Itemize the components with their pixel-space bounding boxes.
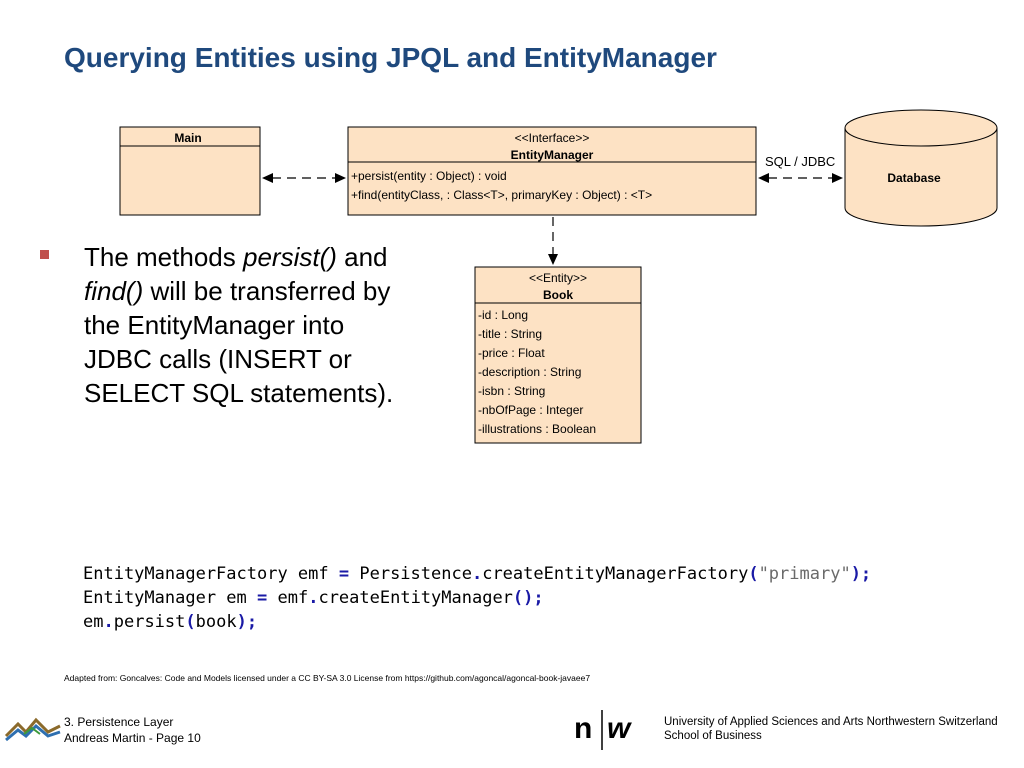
code-operator: = bbox=[257, 588, 268, 608]
code-token: persist bbox=[113, 612, 186, 632]
code-string: "primary" bbox=[758, 564, 851, 584]
book-attribute: -isbn : String bbox=[478, 384, 545, 398]
source-credit: Adapted from: Goncalves: Code and Models… bbox=[64, 673, 591, 683]
mountain-logo-icon bbox=[4, 717, 61, 742]
uml-diagram: Main <<Interface>> EntityManager +persis… bbox=[119, 109, 998, 444]
entitymanager-to-book-link bbox=[548, 217, 558, 265]
entitymanager-method: +find(entityClass, : Class<T>, primaryKe… bbox=[351, 188, 652, 202]
code-token: createEntityManagerFactory bbox=[482, 564, 749, 584]
svg-text:w: w bbox=[607, 712, 632, 745]
book-stereotype: <<Entity>> bbox=[529, 271, 587, 285]
entitymanager-interface-box: <<Interface>> EntityManager +persist(ent… bbox=[347, 126, 757, 216]
bullet-text: The methods persist() and find() will be… bbox=[84, 240, 404, 410]
code-token: em bbox=[83, 612, 104, 632]
book-attribute: -price : Float bbox=[478, 346, 545, 360]
code-token: createEntityManager bbox=[318, 588, 513, 608]
main-class-name: Main bbox=[174, 131, 201, 145]
book-attribute: -id : Long bbox=[478, 308, 528, 322]
code-operator: ( bbox=[185, 612, 196, 632]
code-line: EntityManagerFactory emf = Persistence.c… bbox=[83, 562, 871, 586]
code-operator: . bbox=[471, 564, 483, 584]
code-token: Persistence bbox=[349, 564, 472, 584]
database-label: Database bbox=[887, 171, 941, 185]
book-entity-box: <<Entity>> Book -id : Long -title : Stri… bbox=[474, 266, 642, 444]
university-name: University of Applied Sciences and Arts … bbox=[664, 715, 998, 743]
bullet-text-part: will be transferred by the EntityManager… bbox=[84, 276, 394, 408]
entitymanager-name: EntityManager bbox=[511, 148, 594, 162]
code-line: em.persist(book); bbox=[83, 610, 871, 634]
entitymanager-stereotype: <<Interface>> bbox=[515, 131, 590, 145]
entitymanager-method: +persist(entity : Object) : void bbox=[351, 169, 507, 183]
entitymanager-to-database-link bbox=[758, 173, 843, 183]
code-token: EntityManagerFactory emf bbox=[83, 564, 339, 584]
main-class-box: Main bbox=[119, 126, 261, 216]
svg-text:n: n bbox=[574, 712, 592, 745]
code-operator: . bbox=[103, 612, 114, 632]
code-operator: . bbox=[308, 588, 319, 608]
slide-title: Querying Entities using JPQL and EntityM… bbox=[64, 42, 717, 73]
main-to-entitymanager-link bbox=[262, 173, 346, 183]
bullet-text-part: The methods bbox=[84, 242, 243, 272]
bullet-square-icon bbox=[40, 250, 49, 259]
book-attribute: -illustrations : Boolean bbox=[478, 422, 596, 436]
code-token: book bbox=[195, 612, 237, 632]
book-attribute: -description : String bbox=[478, 365, 581, 379]
code-line: EntityManager em = emf.createEntityManag… bbox=[83, 586, 871, 610]
fhnw-logo-icon: n w bbox=[574, 710, 632, 750]
code-operator: ( bbox=[748, 564, 759, 584]
code-operator: (); bbox=[512, 588, 544, 608]
book-name: Book bbox=[543, 288, 573, 302]
bullet-text-part: and bbox=[336, 242, 388, 272]
footer-info: 3. Persistence Layer Andreas Martin - Pa… bbox=[64, 714, 201, 746]
sql-jdbc-label: SQL / JDBC bbox=[765, 154, 835, 169]
code-token: emf bbox=[267, 588, 309, 608]
code-operator: ); bbox=[850, 564, 872, 584]
code-operator: ); bbox=[236, 612, 258, 632]
find-method-name: find() bbox=[84, 276, 144, 306]
code-token: EntityManager em bbox=[83, 588, 257, 608]
persist-method-name: persist() bbox=[242, 242, 337, 272]
university-line: University of Applied Sciences and Arts … bbox=[664, 716, 998, 728]
footer-author-page: Andreas Martin - Page 10 bbox=[64, 731, 201, 745]
book-attribute: -nbOfPage : Integer bbox=[478, 403, 583, 417]
code-operator: = bbox=[338, 564, 350, 584]
database-cylinder: Database bbox=[844, 109, 998, 227]
book-attribute: -title : String bbox=[478, 327, 542, 341]
school-line: School of Business bbox=[664, 730, 762, 742]
code-block: EntityManagerFactory emf = Persistence.c… bbox=[83, 562, 871, 634]
footer-chapter: 3. Persistence Layer bbox=[64, 715, 174, 729]
